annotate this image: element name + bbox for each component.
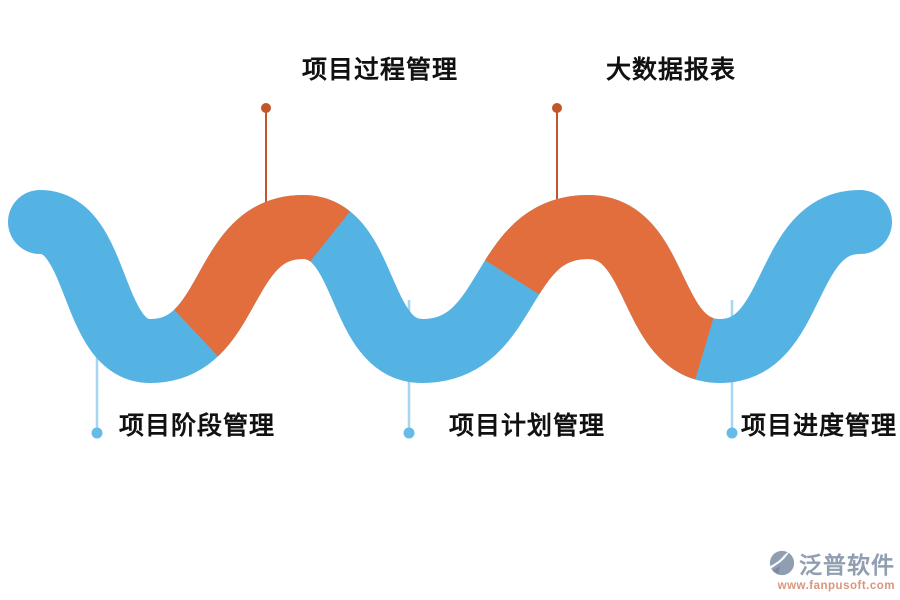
wave-path-blue — [8, 190, 892, 384]
connector-dot — [726, 427, 738, 439]
milestone-label-bigdata: 大数据报表 — [606, 56, 737, 84]
connector-dot — [261, 103, 271, 113]
milestone-label-process: 项目过程管理 — [302, 56, 459, 84]
milestone-label-plan: 项目计划管理 — [449, 412, 606, 440]
milestone-label-phase: 项目阶段管理 — [119, 412, 276, 440]
watermark-brand-name: 泛普软件 — [799, 552, 895, 578]
fanpu-logo-icon — [768, 549, 795, 576]
connector-dot — [403, 427, 415, 439]
milestone-label-progress: 项目进度管理 — [741, 412, 898, 440]
watermark-url: www.fanpusoft.com — [777, 580, 895, 592]
connector-dot — [91, 427, 103, 439]
connector-dot — [552, 103, 562, 113]
watermark: 泛普软件 www.fanpusoft.com — [768, 546, 895, 592]
